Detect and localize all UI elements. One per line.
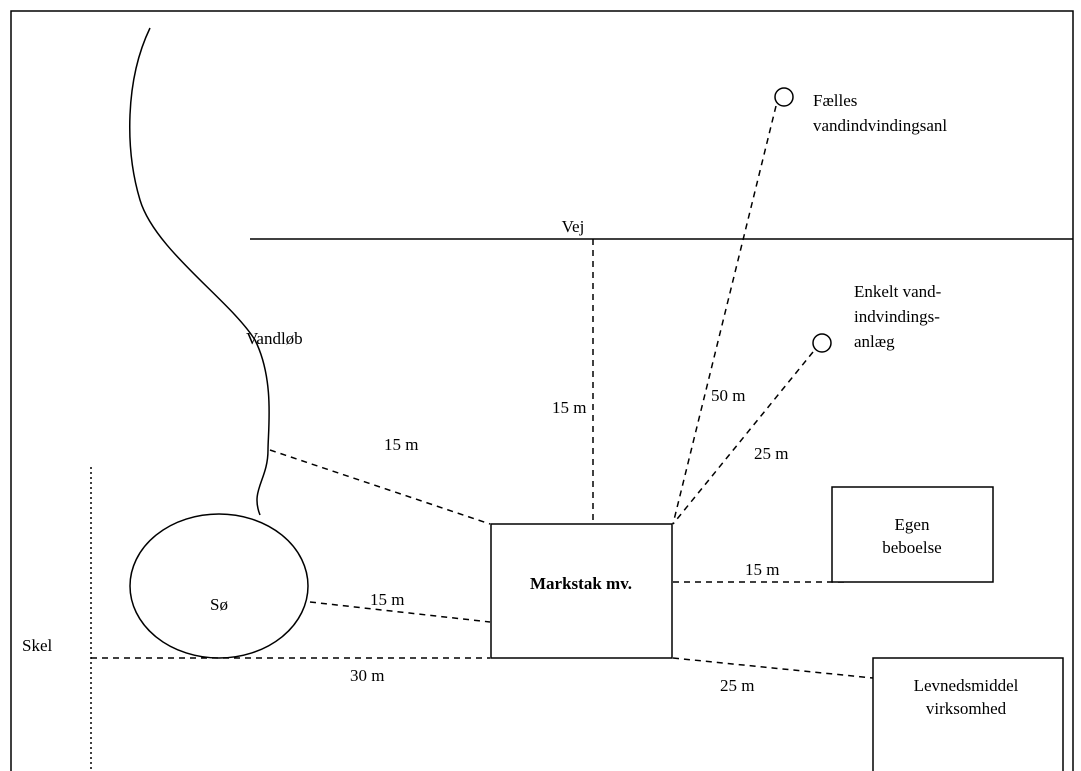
lake-shape	[129, 513, 309, 659]
road-distance-label: 15 m	[552, 398, 586, 417]
road-label: Vej	[562, 217, 585, 236]
center-box	[490, 523, 673, 659]
lake-label: Sø	[210, 595, 228, 614]
lake-distance-line	[309, 601, 491, 623]
food-business-label-2: virksomhed	[926, 699, 1007, 718]
stream-line	[129, 27, 270, 516]
food-distance-line	[672, 657, 874, 679]
lake-distance-label: 15 m	[370, 590, 404, 609]
stream-label: Vandløb	[246, 329, 303, 348]
center-label: Markstak mv.	[530, 574, 632, 593]
common-well-distance-label: 50 m	[711, 386, 745, 405]
common-well-label-1: Fælles	[813, 91, 857, 110]
single-well-distance-line	[672, 351, 814, 525]
single-well-distance-label: 25 m	[754, 444, 788, 463]
single-well-label-1: Enkelt vand-	[854, 282, 942, 301]
own-house-label-2: beboelse	[882, 538, 941, 557]
single-well-label-2: indvindings-	[854, 307, 940, 326]
boundary-distance-label: 30 m	[350, 666, 384, 685]
own-house-distance-label: 15 m	[745, 560, 779, 579]
common-well-label-2: vandindvindingsanl	[813, 116, 947, 135]
boundary-label: Skel	[22, 636, 53, 655]
own-house-box	[831, 486, 994, 583]
common-well-icon	[774, 87, 794, 107]
single-well-label-3: anlæg	[854, 332, 895, 351]
common-well-distance-line	[672, 105, 777, 525]
food-business-box	[872, 657, 1064, 771]
stream-distance-label: 15 m	[384, 435, 418, 454]
single-well-icon	[812, 333, 832, 353]
own-house-label-1: Egen	[895, 515, 930, 534]
food-distance-label: 25 m	[720, 676, 754, 695]
diagram-frame	[10, 10, 1074, 771]
stream-distance-line	[269, 449, 491, 525]
food-business-label-1: Levnedsmiddel	[914, 676, 1019, 695]
